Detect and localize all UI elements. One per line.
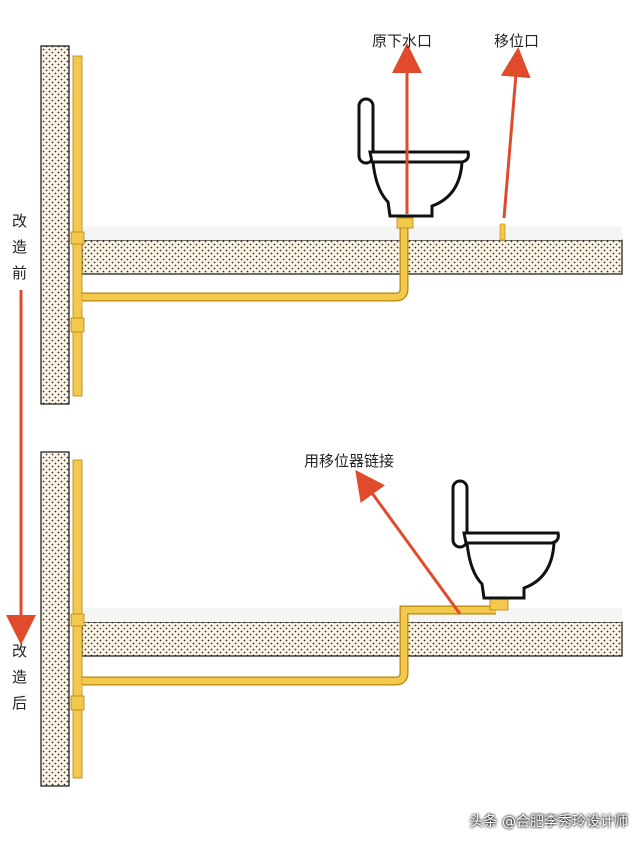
side-label-before-3: 前: [12, 264, 28, 282]
shifter-flange: [489, 597, 509, 611]
arrow-connect-shifter: [355, 469, 462, 615]
after-section: [40, 451, 623, 787]
toilet-before: [357, 97, 470, 218]
new-drain-stub: [499, 223, 506, 241]
label-connect-shifter: 用移位器链接: [304, 452, 395, 470]
floor-slab-after: [81, 621, 623, 657]
riser-fitting-before-1: [70, 231, 85, 245]
wall-after: [40, 451, 70, 787]
toilet-after: [451, 479, 560, 600]
label-original-drain: 原下水口: [372, 32, 433, 50]
side-label-after-3: 后: [12, 694, 28, 712]
side-label-after-1: 改: [12, 642, 28, 660]
riser-fitting-after-1: [70, 613, 85, 627]
arrow-shift-position: [500, 47, 531, 219]
riser-fitting-before-2: [70, 317, 85, 333]
drain-flange-before: [396, 217, 414, 229]
side-label-before-2: 造: [12, 238, 28, 256]
riser-fitting-after-2: [70, 695, 85, 711]
floor-surface-after: [82, 608, 622, 622]
floor-slab-before: [81, 239, 623, 275]
riser-pipe-before: [72, 55, 83, 397]
side-label-after-2: 造: [12, 668, 28, 686]
label-shift-position: 移位口: [494, 32, 540, 50]
wall-before: [40, 45, 70, 405]
floor-surface-before: [82, 226, 622, 240]
before-section: [40, 43, 623, 405]
side-label-before-1: 改: [12, 212, 28, 230]
watermark: 头条 @合肥李秀玲设计师: [469, 814, 628, 830]
